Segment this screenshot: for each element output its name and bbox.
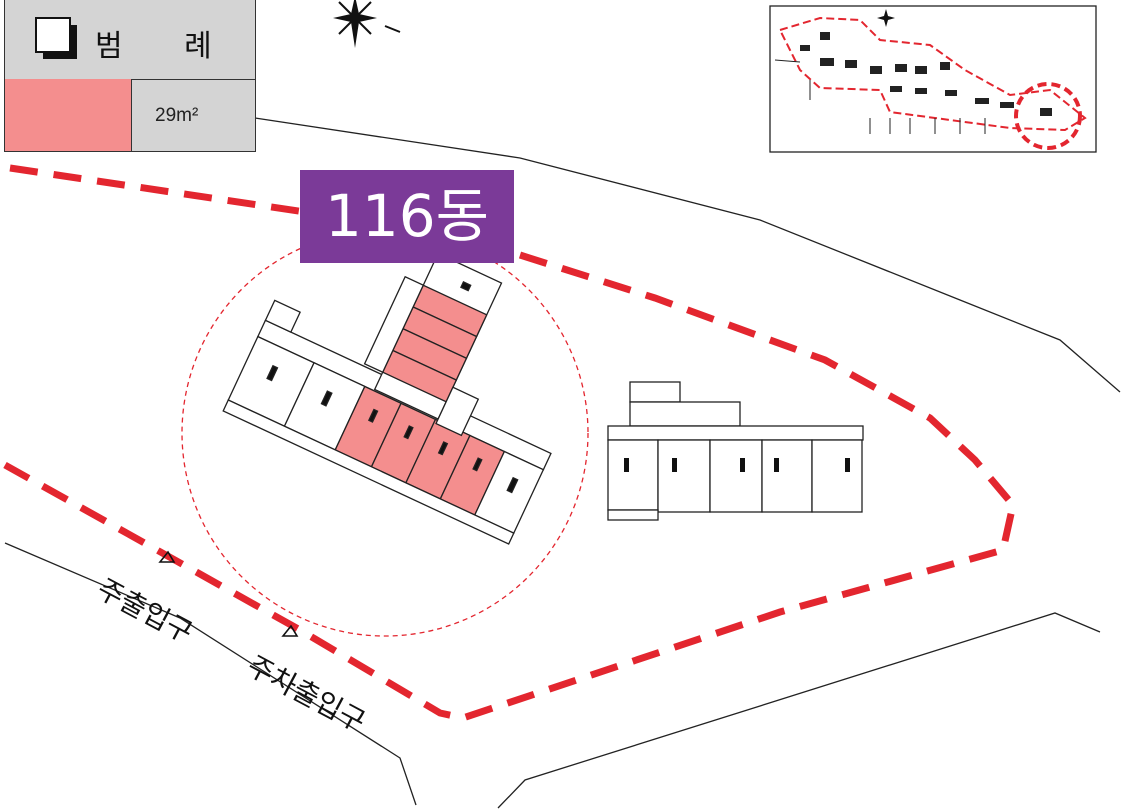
compass-icon [333, 0, 401, 48]
north-arrow-icon [877, 9, 895, 27]
building-number-badge: 116동 [300, 170, 514, 263]
key-map-inset [769, 5, 1097, 153]
key-map-highlight [1014, 82, 1082, 150]
entrance-markers [158, 550, 299, 637]
neighbour-building [607, 381, 864, 521]
legend-square-icon [35, 17, 77, 59]
building-116 [222, 252, 552, 545]
main-entrance-label: 주출입구 [92, 572, 198, 650]
complex-boundary [3, 164, 1017, 722]
site-outline [4, 117, 1121, 809]
legend: 범 례 29m² [4, 0, 256, 152]
legend-header: 범 례 [5, 0, 255, 80]
legend-area-label: 29m² [155, 105, 199, 126]
legend-swatch [5, 79, 132, 151]
legend-title: 범 례 [95, 29, 238, 64]
